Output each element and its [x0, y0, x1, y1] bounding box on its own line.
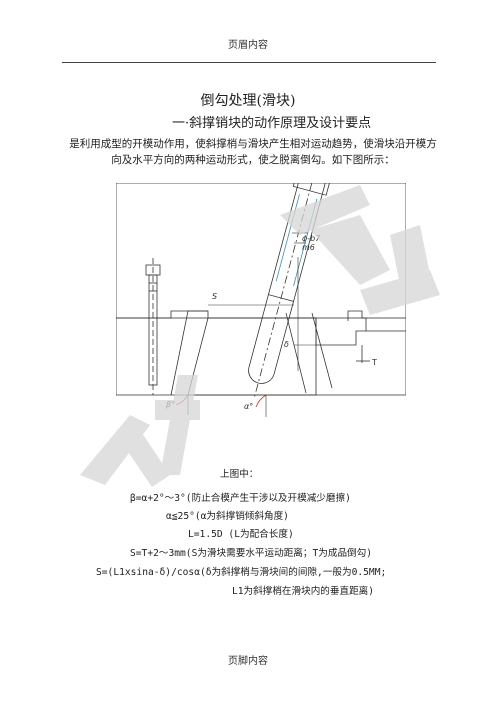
formula-line-3: L=1.5D (L为配合长度) [188, 529, 294, 540]
intro-paragraph: 是利用成型的开模动作用，使斜撑梢与滑块产生相对运动趋势，使滑块沿开模方 向及水平… [58, 136, 448, 168]
label-delta: δ [284, 340, 289, 349]
page-footer: 页脚内容 [228, 656, 268, 667]
header-divider [62, 62, 436, 63]
formula-line-4: S=T+2～3mm(S为滑块需要水平运动距离；T为成品倒勾) [130, 548, 372, 559]
label-alpha: α° [244, 402, 253, 411]
formula-line-2: α≦25°(α为斜撑销倾斜角度) [166, 511, 289, 522]
slider-block [187, 317, 317, 396]
intro-line-1: 是利用成型的开模动作用，使斜撑梢与滑块产生相对运动趋势，使滑块沿开模方 [69, 138, 437, 150]
page-header: 页眉内容 [228, 40, 268, 51]
undercut-hook [347, 310, 367, 331]
label-t: T [371, 358, 377, 367]
page-title: 倒勾处理(滑块) [200, 93, 296, 109]
label-tolerance-lower: m6 [302, 243, 315, 252]
label-tolerance-upper: ϕ-b7 [302, 234, 321, 243]
formula-line-1: β=α+2°～3°(防止合模产生干涉以及开模减少磨擦) [130, 493, 351, 504]
label-s: S [212, 292, 217, 301]
formula-line-5: S=(L1xsina-δ)/cosα(δ为斜撑梢与滑块间的间隙,一般为0.5MM… [96, 567, 387, 578]
formula-heading: 上图中： [220, 469, 259, 480]
intro-line-2: 向及水平方向的两种运动形式，使之脱离倒勾。如下图所示： [111, 154, 395, 166]
watermark-graphic [80, 185, 440, 487]
formula-line-6: L1为斜撑梢在滑块内的垂直距离) [232, 586, 375, 597]
section-subtitle: 一·斜撑销块的动作原理及设计要点 [172, 116, 372, 131]
